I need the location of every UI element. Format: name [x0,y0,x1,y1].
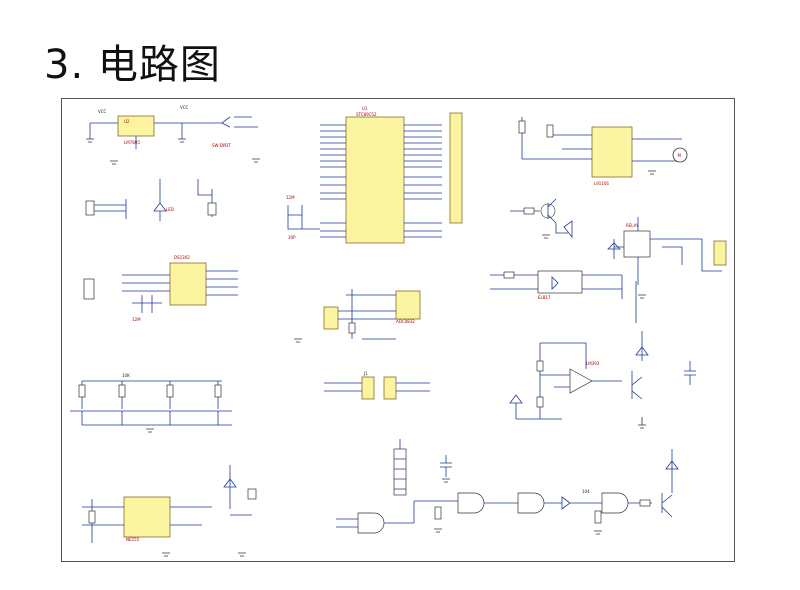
motor-driver-block: L9110S M [518,117,688,186]
schematic-sheet: U2 LM7805 SW-DPDT VCC VCC LED DS1302 12M [61,98,735,562]
timer-label: NE555 [126,537,140,542]
mcu-crystal: 12M [286,195,295,200]
motor-label: M [678,153,682,158]
indicator-block: LED [85,179,217,221]
logic-strip [393,448,407,496]
keypad-block: 10K [70,373,232,433]
connector-block: J1 [324,371,430,400]
adc-label: ADC0832 [396,319,415,324]
power-supply-block: U2 LM7805 SW-DPDT VCC VCC [86,105,258,149]
relay-label: RELAY [626,223,639,228]
logic-chain-block: 104 [336,439,679,535]
opto-label: EL817 [538,295,551,300]
rtc-chip [169,262,207,306]
relay-block: RELAY [607,217,727,285]
mcu-cap: 30P [288,235,296,240]
ground-symbols [110,158,646,557]
rtc-block: DS1302 12M [83,255,238,322]
svg-text:VCC: VCC [180,105,189,110]
mcu-ref: U1 [362,106,368,111]
regulator-ref: U2 [124,119,130,124]
res-label: 10K [122,373,130,378]
comparator-block: LM393 [509,331,649,429]
buzzer-block [510,198,573,239]
rtc-label: DS1302 [174,255,190,260]
adc-chip [395,290,421,320]
led-label: LED [166,207,174,212]
optocoupler-block: EL817 [490,270,637,323]
svg-text:VCC: VCC [98,109,107,114]
mcu-label: STC89C52 [356,112,377,117]
driver-label: L9110S [594,181,609,186]
page-title: 3. 电路图 [44,42,221,88]
adc-block: ADC0832 [323,289,421,340]
resistor-network [449,112,463,224]
timer-chip [123,496,171,538]
logic-cap: 104 [582,489,590,494]
mcu-chip [345,116,405,244]
crystal-label: 12M [132,317,141,322]
driver-chip [591,126,633,178]
mcu-block: U1 STC89C52 12M 30P [286,106,463,244]
switch-label: SW-DPDT [212,143,231,148]
timer-block: NE555 [82,465,257,543]
circuit-diagram: U2 LM7805 SW-DPDT VCC VCC LED DS1302 12M [70,105,727,557]
filter-cap-block [440,361,696,483]
regulator-label: LM7805 [124,140,140,145]
comparator-label: LM393 [586,361,600,366]
connector-label: J1 [363,371,368,376]
comparator-symbol [569,368,593,394]
